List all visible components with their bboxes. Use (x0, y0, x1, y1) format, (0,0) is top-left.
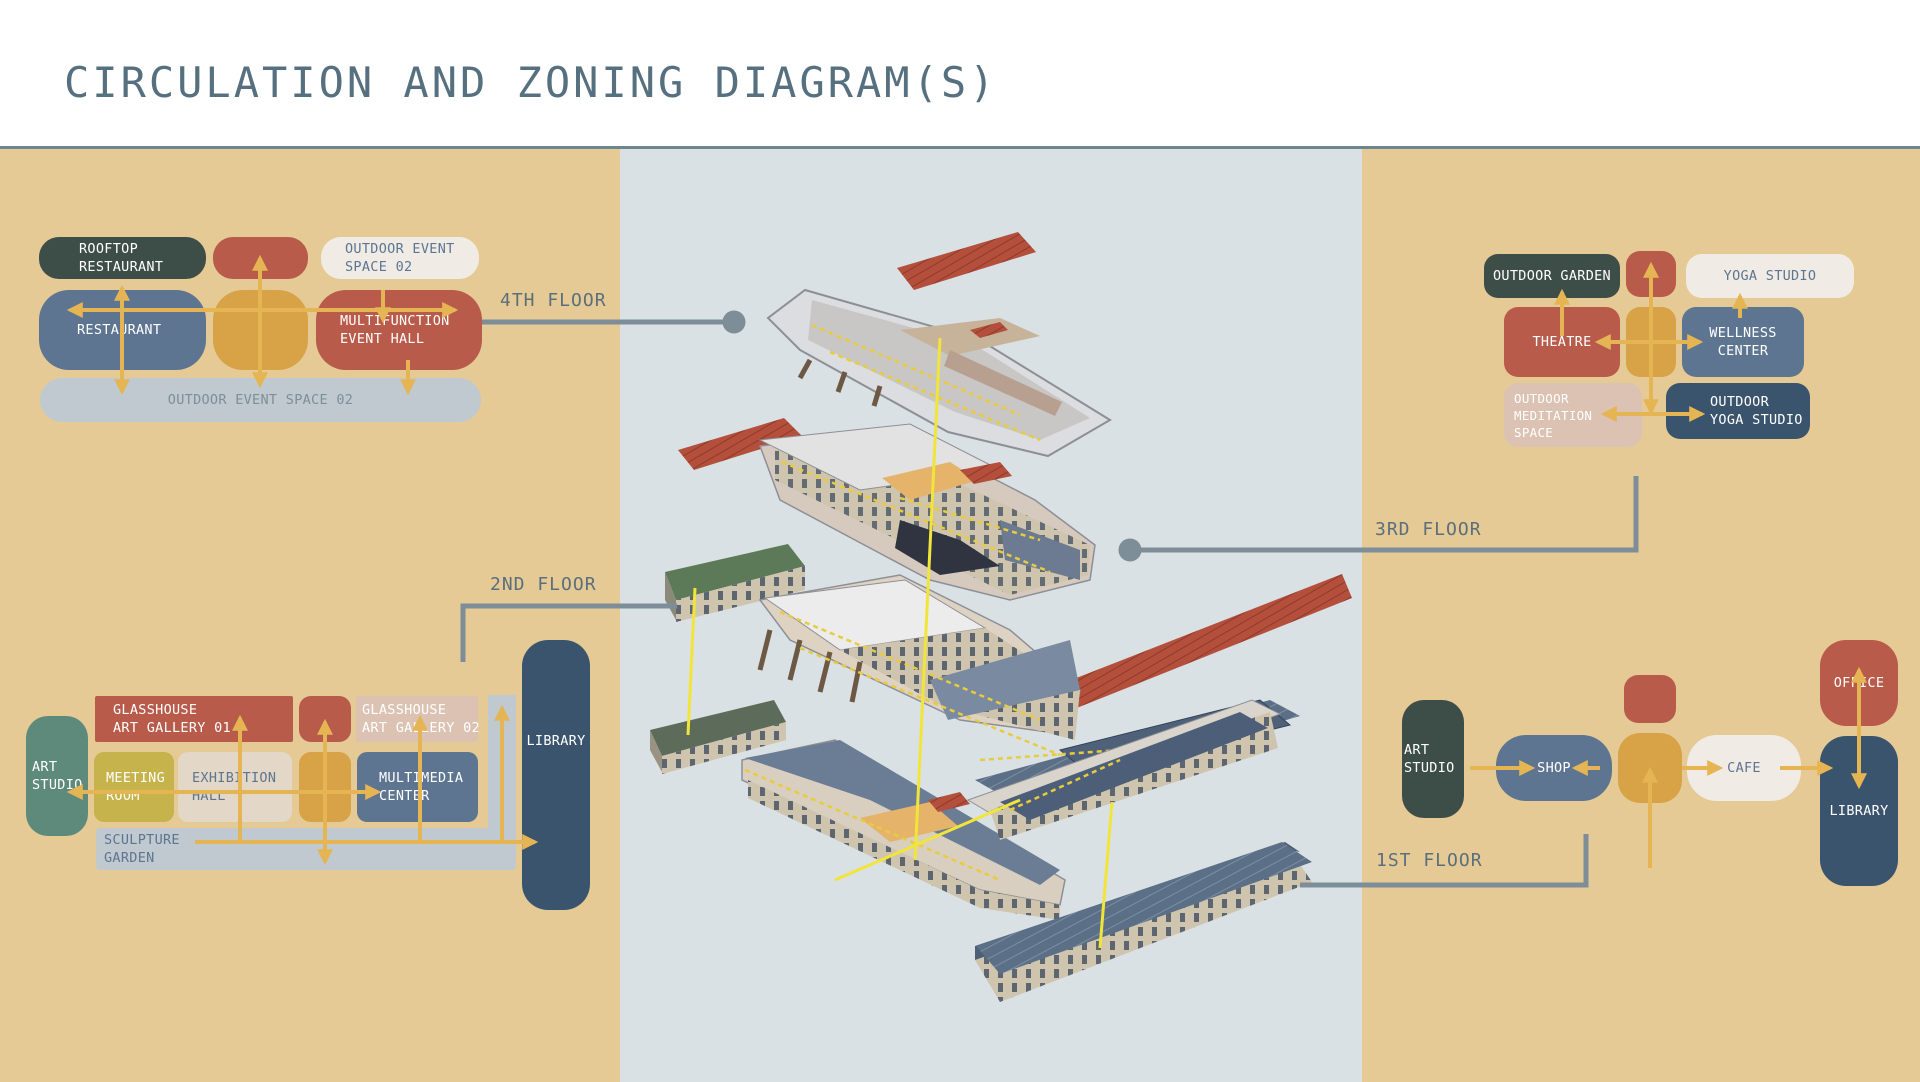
first-floor-level (650, 699, 1312, 1002)
zone-rooftop-restaurant: ROOFTOP RESTAURANT (39, 237, 206, 279)
title-divider (0, 146, 1920, 149)
zone-sculpture-garden: SCULPTURE GARDEN (96, 828, 516, 870)
vertical-circulation-lines (686, 337, 1114, 949)
third-floor-label: 3RD FLOOR (1375, 519, 1482, 540)
zone-outdoor-event-space-upper: OUTDOOR EVENT SPACE 02 (321, 237, 479, 279)
zone-art-studio-1f: ART STUDIO (1402, 700, 1464, 818)
zone-glasshouse-gallery-02: GLASSHOUSE ART GALLERY 02 (356, 696, 480, 742)
zone-entry-core (1624, 675, 1676, 723)
page-title: CIRCULATION AND ZONING DIAGRAM(S) (64, 58, 998, 107)
first-floor-label: 1ST FLOOR (1376, 850, 1483, 871)
zone-outdoor-meditation-space: OUTDOOR MEDITATION SPACE (1504, 383, 1642, 447)
floor-connectors (460, 310, 1639, 888)
zone-glasshouse-gallery-01: GLASSHOUSE ART GALLERY 01 (95, 696, 293, 742)
right-panel (1362, 149, 1920, 1082)
zone-yoga-studio: YOGA STUDIO (1686, 254, 1854, 298)
zone-library-2f: LIBRARY (522, 640, 590, 910)
zone-wellness-center: WELLNESS CENTER (1682, 307, 1804, 377)
zone-outdoor-garden: OUTDOOR GARDEN (1484, 254, 1620, 298)
fourth-floor-label: 4TH FLOOR (500, 290, 607, 311)
zone-art-studio-2f: ART STUDIO (26, 716, 88, 836)
second-floor-label: 2ND FLOOR (490, 574, 597, 595)
